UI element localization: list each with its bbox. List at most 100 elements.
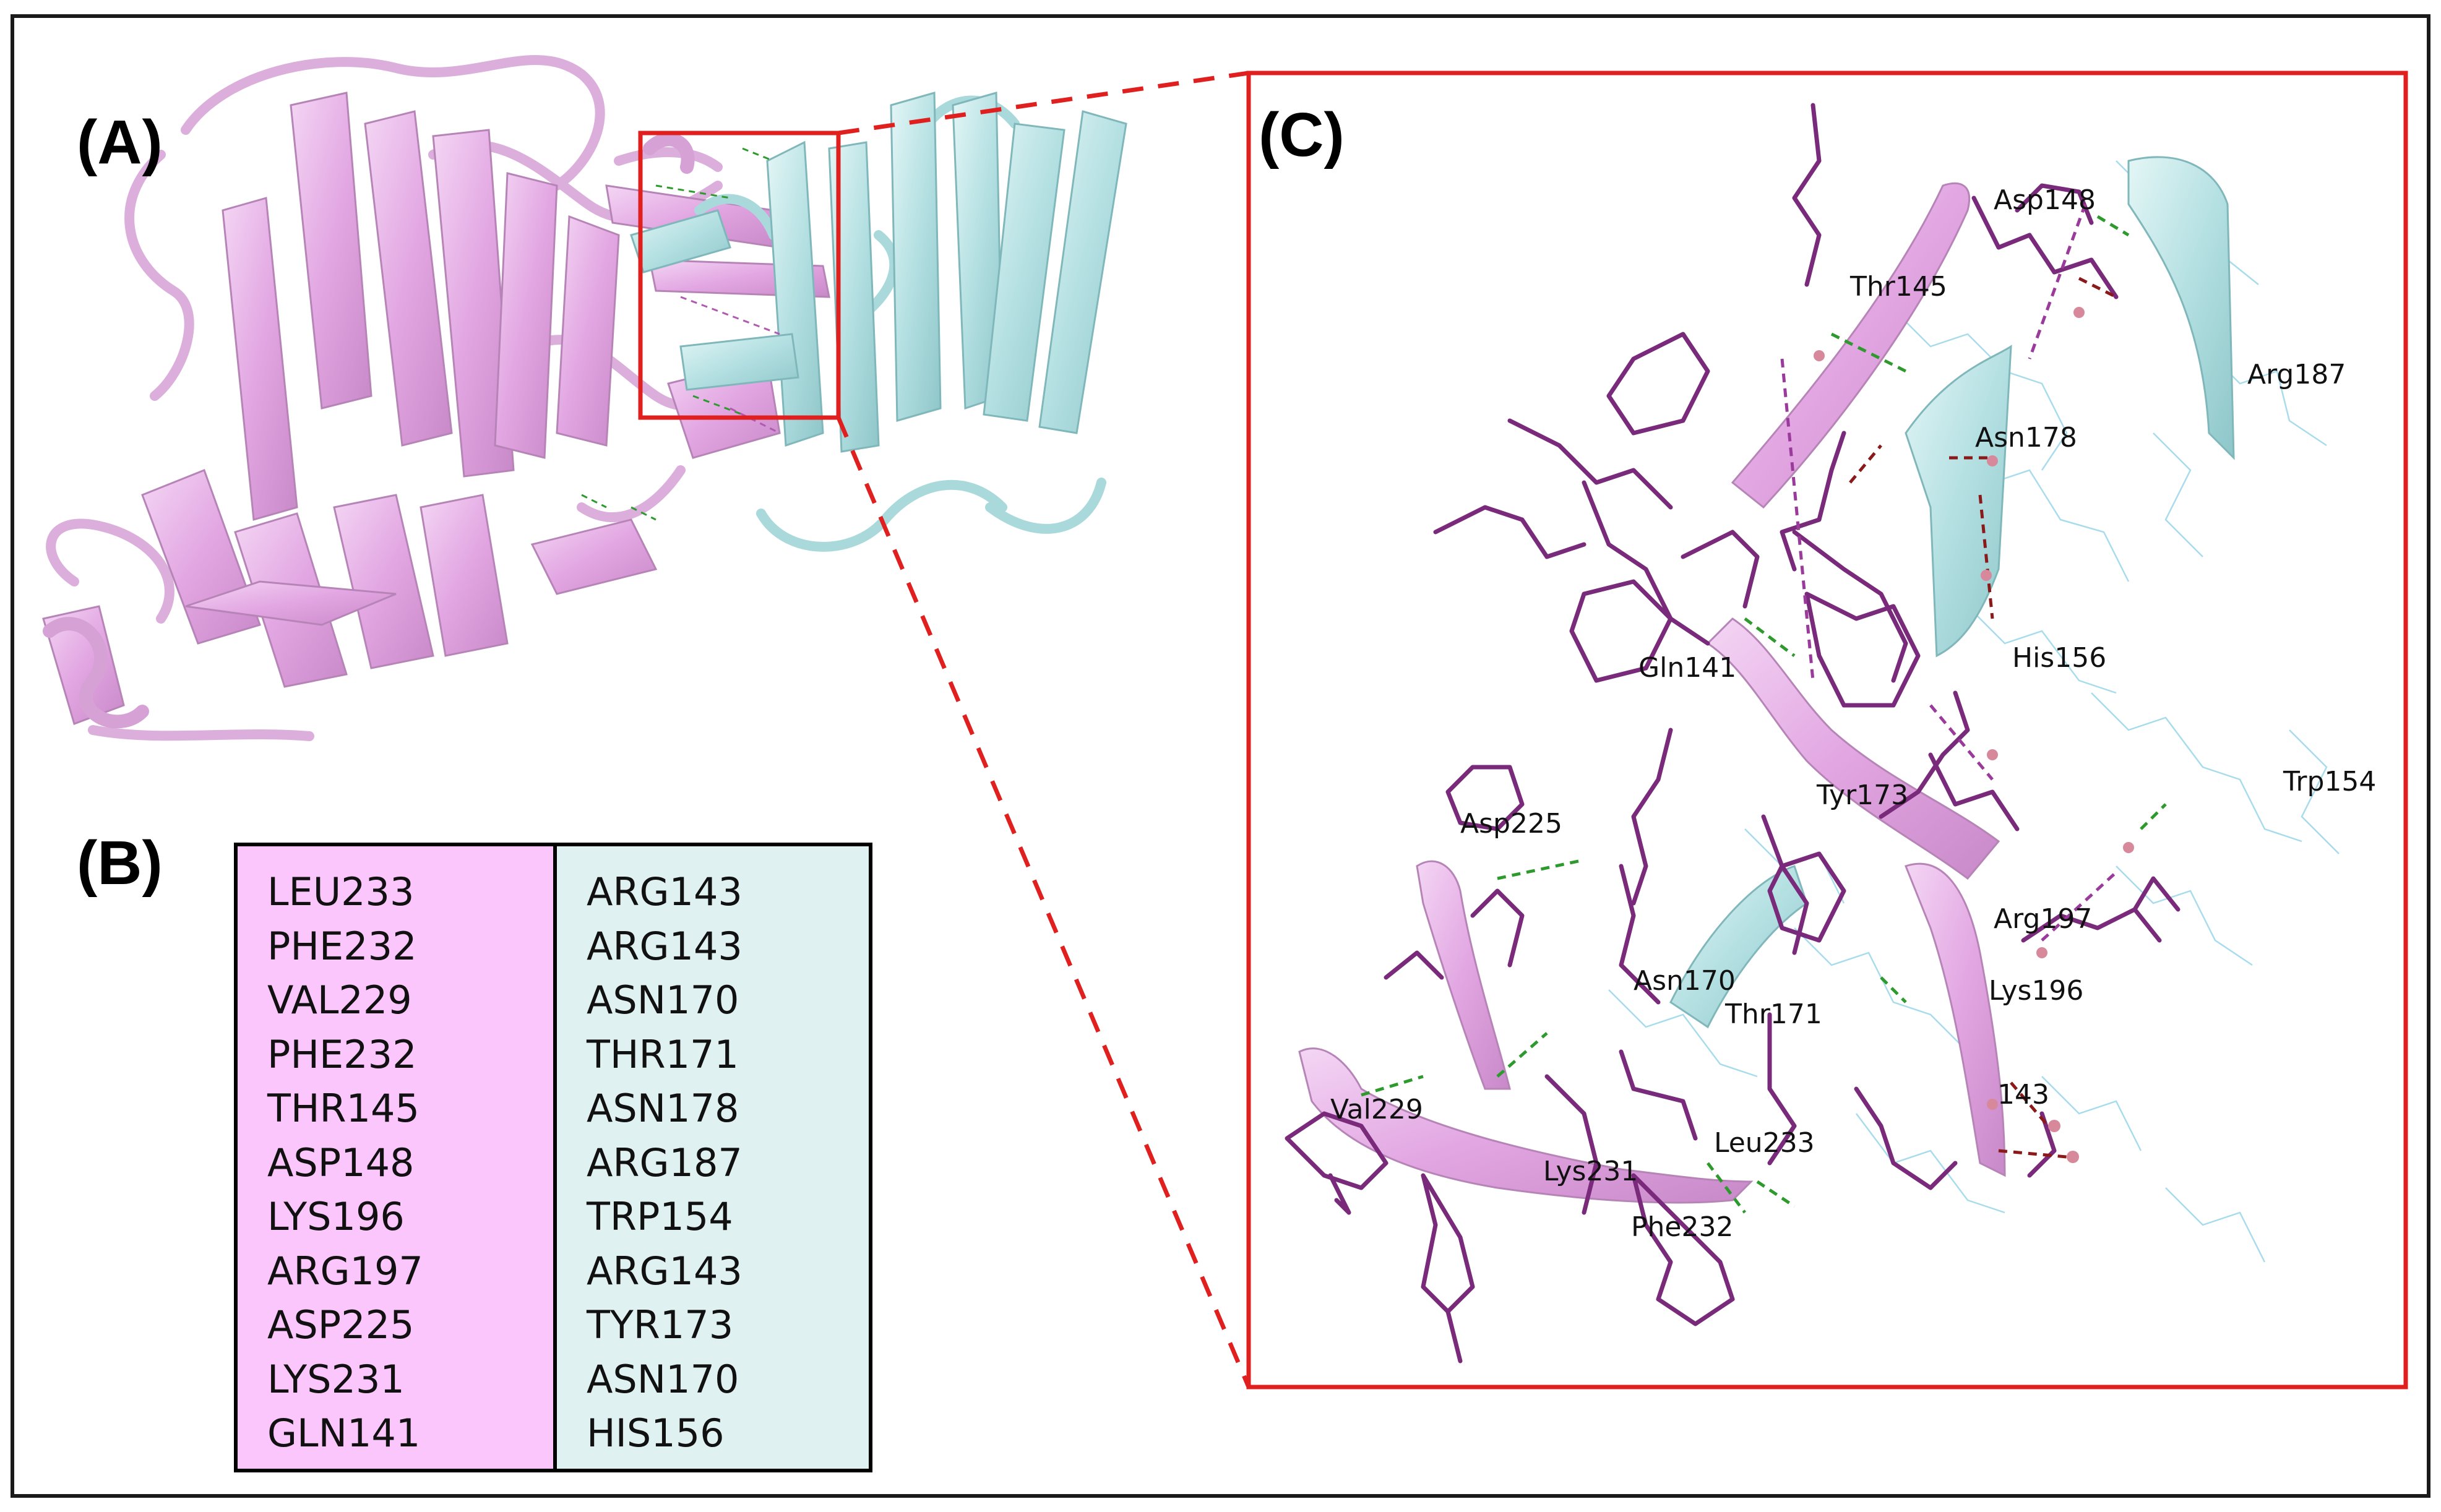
pink-strand <box>290 92 372 410</box>
bond-dash <box>2041 871 2117 942</box>
pink-coil <box>124 150 194 401</box>
pink-coil <box>181 55 605 191</box>
outer-frame <box>11 14 2430 1498</box>
residue-label-arg187: Arg187 <box>2247 359 2346 390</box>
purple-residue <box>2027 1111 2057 1178</box>
cyan-strand <box>1038 110 1127 434</box>
table-cell: GLN141 <box>267 1411 421 1456</box>
pink-strand <box>364 110 453 447</box>
table-cell: THR145 <box>267 1086 420 1131</box>
residue-label-asp225: Asp225 <box>1460 808 1562 840</box>
purple-residue <box>1792 530 1908 683</box>
cyan-strand <box>679 333 799 391</box>
pink-ribbon <box>1416 860 1511 1090</box>
residue-label-asn170: Asn170 <box>1634 965 1736 997</box>
zoom-highlight-box <box>638 131 841 420</box>
residue-label-thr145: Thr145 <box>1849 271 1947 303</box>
residue-label-143: 143 <box>1997 1079 2049 1110</box>
residue-label-tyr173: Tyr173 <box>1816 780 1908 811</box>
pink-ribbon <box>1905 862 2006 1177</box>
purple-residue <box>1569 579 1673 683</box>
table-column-chain-b: ARG143 ARG143 ASN170 THR171 ASN178 ARG18… <box>557 846 869 1469</box>
pink-strand <box>185 580 397 626</box>
table-cell: ASP225 <box>267 1302 415 1347</box>
residue-label-lys231: Lys231 <box>1543 1156 1638 1187</box>
interface-bond <box>730 407 780 434</box>
hbond-dash <box>1707 1162 1746 1214</box>
purple-residue <box>1854 1086 1958 1190</box>
hbond-dash <box>1756 1180 1796 1208</box>
atom-sphere <box>1987 455 1998 466</box>
bond-dash <box>2010 1081 2049 1127</box>
table-cell: ARG143 <box>587 923 743 969</box>
purple-residue <box>1470 888 1525 968</box>
residue-label-thr171: Thr171 <box>1724 999 1822 1030</box>
purple-residue <box>1681 530 1760 609</box>
atom-sphere <box>2036 947 2047 958</box>
purple-residue <box>2132 876 2181 912</box>
pink-ribbon <box>1706 617 2000 880</box>
purple-residue <box>1767 851 1846 943</box>
cyan-wire <box>1856 1113 2005 1214</box>
purple-residue <box>1619 1049 1698 1141</box>
bond-dash <box>1998 1149 2067 1159</box>
residue-label-leu233: Leu233 <box>1714 1127 1815 1159</box>
table-cell: ARG143 <box>587 1248 743 1294</box>
pink-strand <box>42 605 125 725</box>
pink-strand <box>420 494 509 657</box>
residue-label-gln141: Gln141 <box>1638 652 1736 684</box>
atom-sphere <box>1981 570 1992 581</box>
cyan-ribbon <box>2127 156 2235 460</box>
pink-strand <box>556 215 620 447</box>
purple-residue <box>2021 907 2162 943</box>
purple-residue <box>1384 950 1444 980</box>
purple-residue <box>1507 418 1673 510</box>
cyan-strand <box>766 140 824 447</box>
purple-residue <box>1767 1012 1797 1166</box>
table-cell: LEU233 <box>267 869 415 914</box>
residue-label-val229: Val229 <box>1330 1094 1423 1125</box>
cyan-strand <box>890 92 942 422</box>
atom-sphere <box>1987 749 1998 760</box>
purple-residue <box>1544 1074 1599 1215</box>
hbond-dash <box>1361 1075 1424 1097</box>
interface-bond <box>680 296 780 335</box>
cyan-wire <box>2289 729 2340 854</box>
pink-coil <box>88 725 314 741</box>
pink-coil <box>577 465 686 523</box>
table-cell: ASP148 <box>267 1140 415 1185</box>
purple-residue <box>1285 1111 1388 1190</box>
purple-residue <box>1928 752 2020 831</box>
pink-coil <box>614 147 723 172</box>
cyan-wire <box>2041 1076 2142 1151</box>
table-cell: LYS231 <box>267 1356 405 1402</box>
table-cell: PHE232 <box>267 1031 417 1077</box>
pink-strand <box>432 129 515 478</box>
purple-residue <box>1433 505 1586 559</box>
table-cell: ARG143 <box>587 869 743 914</box>
purple-residue <box>1445 765 1525 831</box>
pink-helix <box>43 617 149 729</box>
table-cell: LYS196 <box>267 1194 405 1239</box>
hbond-dash <box>1496 1032 1548 1078</box>
cyan-coil <box>694 194 778 240</box>
purple-residue <box>1971 195 2119 299</box>
purple-residue <box>1582 480 1710 646</box>
purple-residue <box>1445 1309 1463 1364</box>
pink-strand <box>222 197 298 521</box>
panel-a-structure <box>42 55 1127 741</box>
cyan-strand <box>983 122 1066 422</box>
purple-residue <box>1761 814 1809 955</box>
residue-pair-table: LEU233 PHE232 VAL229 PHE232 THR145 ASP14… <box>234 843 872 1472</box>
cyan-wire <box>2153 432 2203 557</box>
cyan-coil <box>985 478 1106 534</box>
zoom-connector-bottom <box>836 416 1251 1388</box>
bond-dash <box>1849 444 1882 484</box>
pink-coil <box>46 518 174 624</box>
pink-strand <box>494 172 558 459</box>
atom-sphere <box>1987 1099 1998 1110</box>
residue-label-trp154: Trp154 <box>2283 766 2376 797</box>
purple-residue <box>1606 332 1710 436</box>
